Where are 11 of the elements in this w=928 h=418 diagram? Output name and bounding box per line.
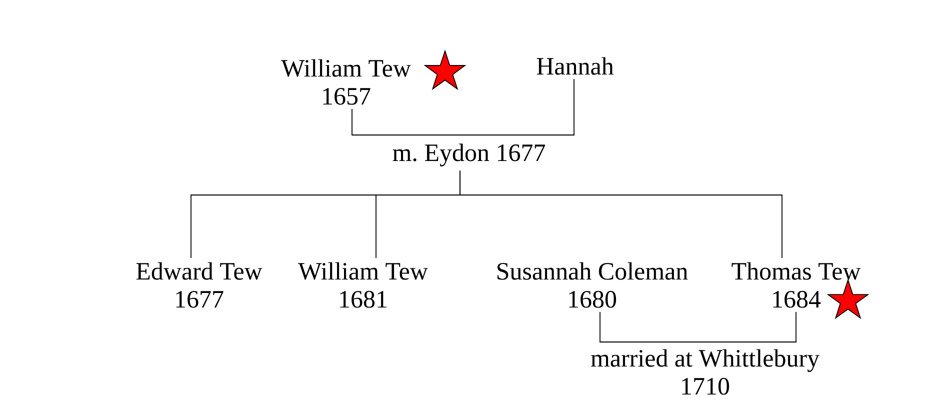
person-label: Hannah bbox=[536, 57, 614, 75]
person-label: William Tew 1657 bbox=[281, 59, 411, 105]
person-label: Edward Tew 1677 bbox=[136, 262, 262, 308]
person-label: Thomas Tew 1684 bbox=[732, 262, 861, 308]
person-label: Susannah Coleman 1680 bbox=[498, 262, 688, 308]
connector-line bbox=[352, 78, 574, 136]
connector-line bbox=[600, 312, 796, 342]
marriage-label: m. Eydon 1677 bbox=[392, 144, 546, 166]
edge-label: married at Whittlebury 1710 bbox=[591, 349, 820, 395]
person-label: William Tew 1681 bbox=[298, 262, 428, 308]
connector-line bbox=[460, 170, 782, 258]
